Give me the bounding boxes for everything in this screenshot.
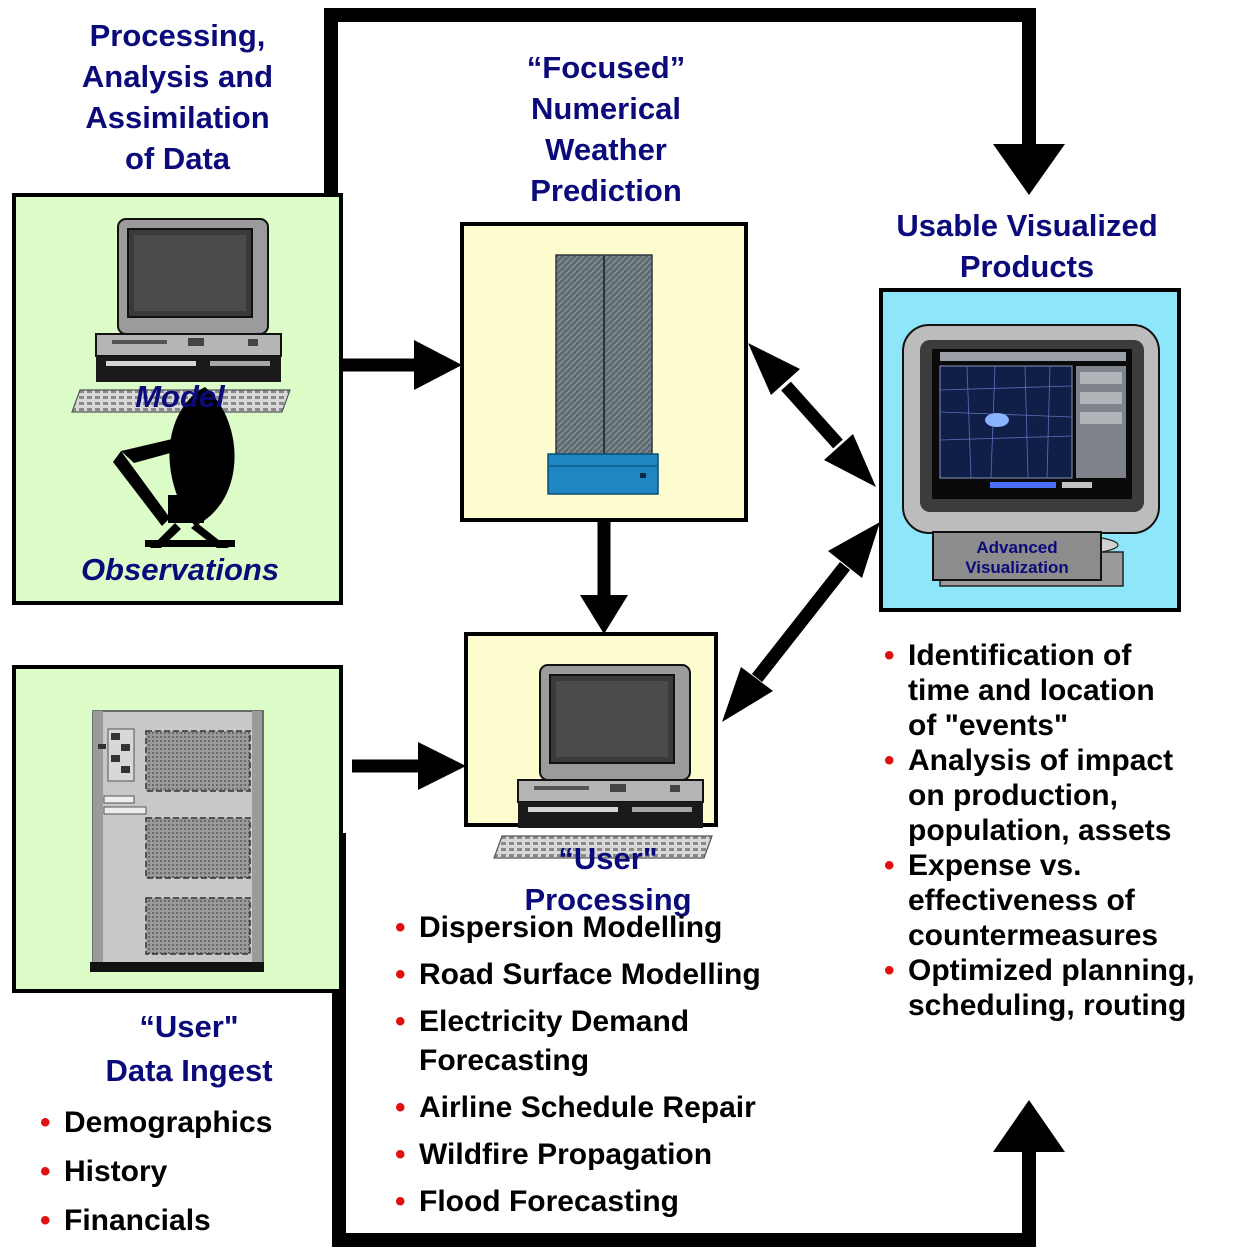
list-item: Airline Schedule Repair <box>395 1088 835 1127</box>
list-item: Demographics <box>40 1104 330 1141</box>
list-item: Analysis of impact on production, popula… <box>884 743 1208 848</box>
supercomputer-icon <box>547 254 659 495</box>
observations-label: Observations <box>80 552 280 587</box>
list-item: History <box>40 1153 330 1190</box>
list-item: Identification of time and location of "… <box>884 638 1173 743</box>
visualization-monitor-icon <box>902 324 1160 587</box>
bottom-feedback-line <box>332 833 1036 1247</box>
nwp-visual-head-left <box>748 343 800 395</box>
top-feedback-arrowhead <box>993 144 1065 195</box>
ingest-to-processing-head <box>418 742 466 790</box>
focused-nwp-label: “Focused” Numerical Weather Prediction <box>526 50 686 208</box>
processing-applications-list: Dispersion Modelling Road Surface Modell… <box>395 908 835 1221</box>
model-label: Model <box>135 379 225 414</box>
list-item: Financials <box>40 1202 330 1239</box>
list-item: Road Surface Modelling <box>395 955 835 994</box>
list-item: Dispersion Modelling <box>395 908 835 947</box>
processing-visual-head-low <box>722 667 773 722</box>
ingest-items-list: Demographics History Financials <box>40 1104 330 1239</box>
server-rack-icon <box>90 710 264 972</box>
product-benefits-list: Identification of time and location of "… <box>884 638 1240 1023</box>
bottom-feedback-arrowhead <box>993 1100 1065 1152</box>
nwp-visual-head-right <box>824 434 876 487</box>
advanced-visualization-label: Advanced Visualization <box>965 538 1069 577</box>
nwp-visual-shaft <box>781 381 843 449</box>
list-item: Optimized planning, scheduling, routing <box>884 953 1238 1023</box>
processing-visual-head-high <box>828 522 880 578</box>
list-item: Expense vs. effectiveness of countermeas… <box>884 848 1178 953</box>
top-feedback-line <box>324 8 1036 272</box>
usable-products-label: Usable Visualized Products <box>896 208 1158 284</box>
processing-visual-shaft <box>751 561 851 683</box>
user-data-ingest-label: “User" Data Ingest <box>105 1009 273 1088</box>
processing-analysis-label: Processing, Analysis and Assimilation of… <box>81 18 274 176</box>
nwp-to-processing-head <box>580 595 628 634</box>
satellite-dish-icon <box>113 387 235 548</box>
list-item: Wildfire Propagation <box>395 1135 835 1174</box>
list-item: Flood Forecasting <box>395 1182 835 1221</box>
model-to-nwp-head <box>414 340 462 390</box>
list-item: Electricity Demand Forecasting <box>395 1002 749 1080</box>
